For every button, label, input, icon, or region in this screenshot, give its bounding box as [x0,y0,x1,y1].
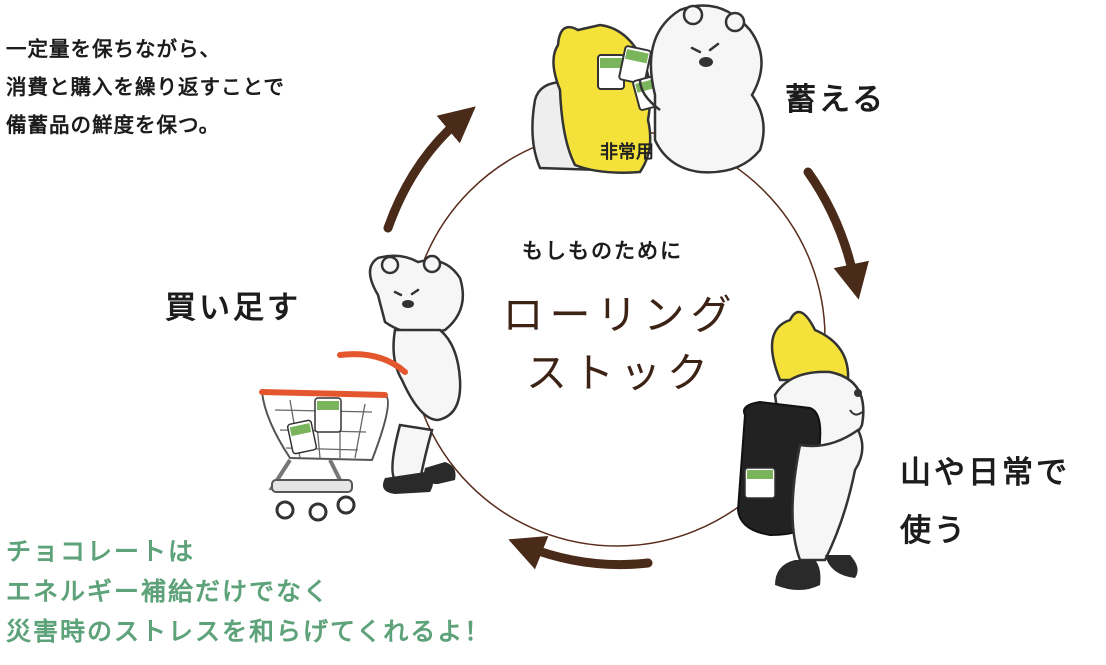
note-line: エネルギー補給だけでなく [6,572,491,612]
arrow-icon [525,546,648,565]
center-title-line: ストック [470,344,770,402]
intro-line: 備蓄品の鮮度を保つ。 [6,106,285,144]
step-label-use-line: 使う [900,502,1070,560]
step-label-use: 山や日常で 使う [900,444,1070,560]
intro-text: 一定量を保ちながら、 消費と購入を繰り返すことで 備蓄品の鮮度を保つ。 [6,30,285,144]
arrow-icon [388,118,462,228]
center-title: ローリング ストック [470,286,770,402]
bear-storing: 非常用 [532,6,763,173]
note-line: 災害時のストレスを和らげてくれるよ！ [6,612,491,652]
note-text: チョコレートは エネルギー補給だけでなく 災害時のストレスを和らげてくれるよ！ [6,532,491,652]
note-line: チョコレートは [6,532,491,572]
step-label-store: 蓄える [785,74,886,119]
step-label-buy: 買い足す [165,282,301,327]
center-title-line: ローリング [470,286,770,344]
intro-line: 消費と購入を繰り返すことで [6,68,285,106]
backpack-tag: 非常用 [600,141,654,163]
step-label-use-line: 山や日常で [900,444,1070,502]
arrow-icon [808,172,855,282]
center-subtitle: もしものために [522,235,683,265]
intro-line: 一定量を保ちながら、 [6,30,285,68]
